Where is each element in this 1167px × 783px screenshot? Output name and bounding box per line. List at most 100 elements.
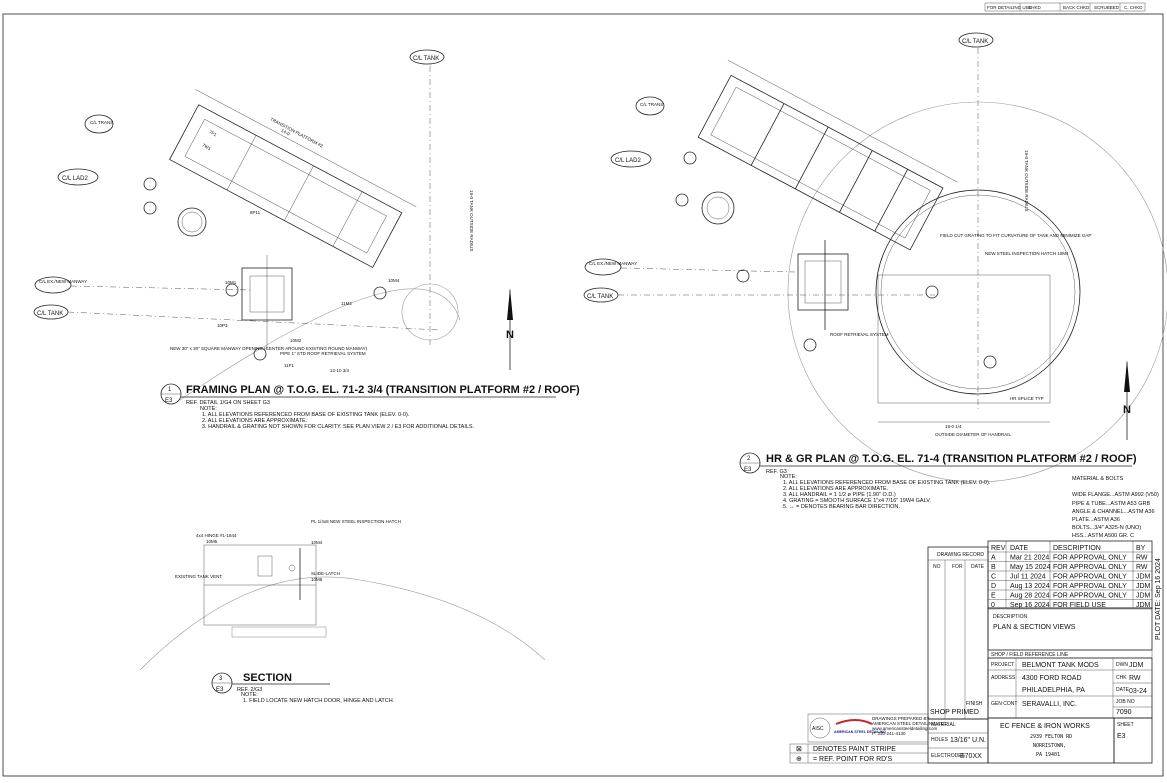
svg-text:3. ALL HANDRAIL = 1 1/2 ø PIPE: 3. ALL HANDRAIL = 1 1/2 ø PIPE (1.90" O.…	[783, 492, 896, 498]
svg-text:2. ALL ELEVATIONS ARE APPROXIM: 2. ALL ELEVATIONS ARE APPROXIMATE.	[783, 486, 889, 492]
svg-text:C/L TRANS: C/L TRANS	[640, 102, 663, 107]
svg-text:E70XX: E70XX	[960, 753, 982, 760]
cl-lad2-label-2: C/L LAD2	[615, 158, 641, 164]
v3-callout-vent: EXISTING TANK VENT	[175, 574, 222, 579]
svg-text:E3: E3	[744, 467, 752, 473]
strip-label-0: FOR DETAILING USE	[987, 5, 1032, 10]
svg-text:ADDRESS: ADDRESS	[991, 675, 1016, 681]
svg-text:2. ALL ELEVATIONS ARE APPROXIM: 2. ALL ELEVATIONS ARE APPROXIMATE.	[202, 418, 308, 424]
svg-text:2: 2	[747, 456, 751, 462]
rev-header-by: BY	[1136, 545, 1146, 552]
svg-text:NOTE:: NOTE:	[241, 692, 258, 698]
legend-paint-stripe: DENOTES PAINT STRIPE	[813, 746, 896, 753]
svg-text:RW: RW	[1129, 675, 1141, 682]
strip-label-2: BACK CHKD	[1063, 5, 1090, 10]
revision-cell: JDM	[1136, 602, 1151, 609]
materials-list: MATERIAL & BOLTS WIDE FLANGE...ASTM A992…	[1072, 476, 1159, 539]
strip-label-1: CHKD	[1028, 5, 1042, 10]
svg-text:ELECTRODES: ELECTRODES	[931, 753, 966, 759]
v1-callout-7w1: 7W1	[201, 142, 212, 151]
sheet-description: PLAN & SECTION VIEWS	[993, 624, 1076, 631]
svg-text:PLATE...ASTM A36: PLATE...ASTM A36	[1072, 517, 1120, 523]
north-arrow-1: N	[506, 288, 514, 370]
svg-text:1. ALL ELEVATIONS REFERENCED F: 1. ALL ELEVATIONS REFERENCED FROM BASE O…	[783, 480, 991, 486]
svg-text:1: 1	[168, 387, 172, 393]
svg-text:www.americansteeldetailing.com: www.americansteeldetailing.com	[872, 726, 938, 731]
svg-text:AMERICAN STEEL DETAILING, LLC: AMERICAN STEEL DETAILING, LLC	[872, 721, 947, 726]
north-label-1: N	[506, 329, 514, 341]
svg-text:5. → = DENOTES BEARING BAR DIR: 5. → = DENOTES BEARING BAR DIRECTION.	[783, 504, 900, 510]
svg-text:MATERIAL: MATERIAL	[931, 722, 956, 728]
svg-text:NOTE:: NOTE:	[200, 406, 217, 412]
project-name: BELMONT TANK MODS	[1022, 662, 1099, 669]
v1-callout-radius: 19-0 TANK OUTSIDE RADIUS	[469, 190, 474, 251]
v3-callout-hinge: 4x4 HINGE #1-1844	[196, 533, 237, 538]
svg-text:MATERIAL & BOLTS: MATERIAL & BOLTS	[1072, 476, 1124, 482]
svg-text:E3: E3	[216, 687, 224, 693]
cl-tank-bubble-1	[409, 49, 445, 65]
view2-hr-gr-plan: C/L TANK 18-0 1/4 OUTSIDE DIAMETER OF HA…	[583, 32, 1167, 510]
finish-value: SHOP PRIMED	[930, 709, 979, 716]
view2-title-text: HR & GR PLAN @ T.O.G. EL. 71-4 (TRANSITI…	[766, 453, 1137, 465]
american-logo-swoosh	[835, 719, 873, 725]
cl-manway-label-1: C/L EX./NEW MANWAY	[39, 279, 87, 284]
svg-text:3. HANDRAIL & GRATING NOT SHOW: 3. HANDRAIL & GRATING NOT SHOWN FOR CLAR…	[202, 424, 475, 430]
sheet-number: E3	[1117, 733, 1126, 740]
north-arrow-2: N	[1123, 360, 1131, 440]
cl-tank-label-1: C/L TANK	[413, 56, 439, 62]
revision-cell: FOR APPROVAL ONLY	[1053, 555, 1127, 562]
svg-text:DATE: DATE	[1116, 687, 1130, 693]
svg-text:PA 19401: PA 19401	[1036, 752, 1060, 758]
v1-callout-7f1: 7F1	[208, 129, 218, 137]
rev-header-rev: REV	[991, 545, 1006, 552]
revision-cell: 0	[991, 602, 995, 609]
plot-date: PLOT DATE: Sep 16 2024	[1155, 558, 1162, 640]
svg-text:HSS...ASTM A500 GR. C: HSS...ASTM A500 GR. C	[1072, 533, 1134, 539]
svg-text:CHK: CHK	[1116, 675, 1127, 681]
v2-callout-hr-splice: HR SPLICE TYP	[1010, 396, 1044, 401]
svg-text:REF. DETAIL 1/G4 ON SHEET G3: REF. DETAIL 1/G4 ON SHEET G3	[186, 400, 270, 406]
svg-text:E3: E3	[165, 398, 173, 404]
sheet-border	[2, 13, 1164, 777]
svg-text:AISC: AISC	[812, 726, 824, 732]
svg-text:NORRISTOWN,: NORRISTOWN,	[1033, 743, 1066, 749]
title-block: DRAWING RECORD NO FOR DATE REV DATE DESC…	[789, 540, 1162, 764]
svg-text:P: 330-241-4130: P: 330-241-4130	[872, 731, 906, 736]
v1-callout-12-10: 12-10 3/4	[330, 368, 350, 373]
cl-manway-label-2: C/L EX./NEW MANWAY	[589, 261, 637, 266]
revision-cell: RW	[1136, 564, 1148, 571]
v1-callout-manway: NEW 30" x 30" SQUARE MANWAY OPENING (CEN…	[170, 346, 368, 351]
svg-text:NOTE:: NOTE:	[780, 474, 797, 480]
svg-text:REF. 2/G3: REF. 2/G3	[237, 687, 262, 693]
revision-cell: D	[991, 583, 996, 590]
svg-text:JOB NO: JOB NO	[1116, 699, 1135, 705]
v3-callout-hatch: PL 1/4x8 NEW STEEL INSPECTION HATCH	[311, 519, 401, 524]
view3-title: 3 E3 SECTION REF. 2/G3 NOTE: 1. FIELD LO…	[211, 672, 395, 704]
svg-text:REF. G3: REF. G3	[766, 469, 787, 475]
v1-callout-11m2: 11M2	[341, 301, 352, 306]
revision-cell: E	[991, 593, 996, 600]
svg-text:GEN CONT: GEN CONT	[991, 701, 1017, 707]
revision-cell: FOR APPROVAL ONLY	[1053, 593, 1127, 600]
view3-title-text: SECTION	[243, 672, 292, 684]
cl-tank-label-1b: C/L TANK	[37, 311, 63, 317]
v3-callout-latch: SLIDE-LATCH	[311, 571, 340, 576]
svg-text:HOLES: HOLES	[931, 737, 949, 743]
american-logo-text: AMERICAN STEEL DETAILING	[834, 730, 886, 734]
revision-cell: FOR APPROVAL ONLY	[1053, 564, 1127, 571]
v2-callout-18-0: 18-0 1/4	[945, 424, 962, 429]
svg-text:03-24: 03-24	[1129, 688, 1147, 695]
revision-cell: May 15 2024	[1010, 564, 1051, 571]
v2-callout-fieldcut: FIELD CUT GRATING TO FIT CURVATURE OF TA…	[940, 233, 1091, 238]
svg-text:1. FIELD LOCATE NEW HATCH DOOR: 1. FIELD LOCATE NEW HATCH DOOR, HINGE AN…	[243, 698, 395, 704]
v2-callout-hatch: NEW STEEL INSPECTION HATCH 10M4	[985, 251, 1069, 256]
revision-cell: Jul 11 2024	[1010, 574, 1046, 581]
svg-text:DRAWINGS PREPARED BY: DRAWINGS PREPARED BY	[872, 716, 930, 721]
cl-tank-label-2: C/L TANK	[962, 39, 988, 45]
svg-text:13/16" U.N.: 13/16" U.N.	[950, 737, 986, 744]
svg-text:4. GRATING = SMOOTH SURFACE 1": 4. GRATING = SMOOTH SURFACE 1"x4 7/16" 1…	[783, 498, 931, 504]
v2-callout-roof: ROOF RETRIEVAL SYSTEM	[830, 332, 889, 337]
v1-callout-10m4: 10M4	[388, 278, 400, 283]
view1-title: 1 E3 FRAMING PLAN @ T.O.G. EL. 71-2 3/4 …	[160, 383, 580, 430]
